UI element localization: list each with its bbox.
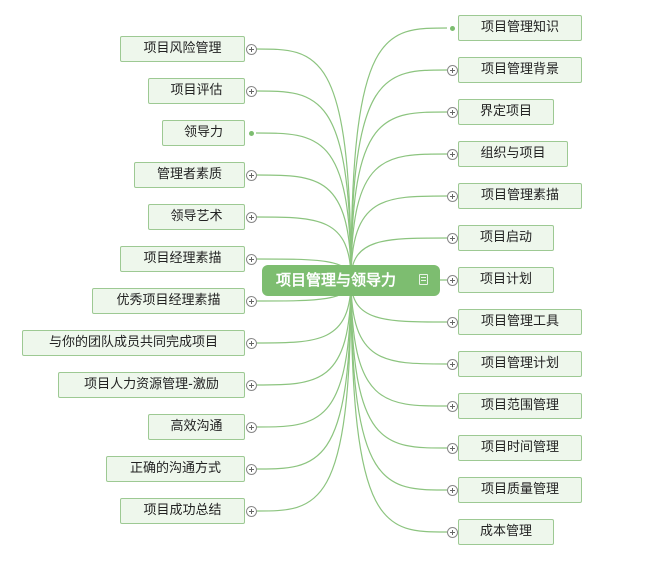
branch-line bbox=[255, 132, 352, 281]
left-topic[interactable]: 项目成功总结 bbox=[120, 498, 245, 524]
expand-plus-icon[interactable] bbox=[446, 358, 458, 370]
branch-line bbox=[255, 279, 352, 512]
right-topic[interactable]: 项目管理计划 bbox=[458, 351, 582, 377]
expand-plus-icon[interactable] bbox=[446, 274, 458, 286]
topic-label: 项目管理背景 bbox=[480, 62, 559, 77]
right-topic[interactable]: 项目质量管理 bbox=[458, 477, 582, 503]
topic-label: 领导力 bbox=[183, 125, 223, 140]
expand-plus-icon[interactable] bbox=[245, 85, 257, 97]
left-topic[interactable]: 优秀项目经理素描 bbox=[92, 288, 245, 314]
left-topic[interactable]: 项目经理素描 bbox=[120, 246, 245, 272]
topic-label: 项目时间管理 bbox=[480, 440, 559, 455]
topic-label: 组织与项目 bbox=[480, 146, 546, 161]
left-topic[interactable]: 与你的团队成员共同完成项目 bbox=[22, 330, 245, 356]
central-topic-label: 项目管理与领导力 bbox=[276, 271, 397, 289]
topic-label: 项目质量管理 bbox=[480, 482, 559, 497]
note-icon[interactable] bbox=[419, 274, 428, 285]
branch-line bbox=[350, 69, 448, 281]
branch-line bbox=[255, 279, 352, 428]
left-topic[interactable]: 领导力 bbox=[162, 120, 245, 146]
expand-plus-icon[interactable] bbox=[245, 295, 257, 307]
topic-label: 与你的团队成员共同完成项目 bbox=[48, 335, 218, 350]
expand-plus-icon[interactable] bbox=[446, 232, 458, 244]
topic-label: 项目管理素描 bbox=[480, 188, 559, 203]
expand-plus-icon[interactable] bbox=[446, 526, 458, 538]
topic-connector-dot bbox=[248, 130, 254, 136]
topic-label: 领导艺术 bbox=[170, 209, 223, 224]
topic-label: 项目评估 bbox=[170, 83, 223, 98]
expand-plus-icon[interactable] bbox=[446, 400, 458, 412]
topic-label: 项目管理计划 bbox=[480, 356, 559, 371]
topic-label: 界定项目 bbox=[479, 104, 532, 119]
right-topic[interactable]: 项目范围管理 bbox=[458, 393, 582, 419]
branch-line bbox=[350, 279, 448, 449]
right-topic[interactable]: 项目启动 bbox=[458, 225, 554, 251]
left-topic[interactable]: 管理者素质 bbox=[134, 162, 245, 188]
branch-line bbox=[350, 153, 448, 281]
branch-line bbox=[255, 48, 352, 281]
topic-label: 项目范围管理 bbox=[480, 398, 559, 413]
expand-plus-icon[interactable] bbox=[245, 253, 257, 265]
topic-label: 正确的沟通方式 bbox=[129, 461, 221, 476]
right-topic[interactable]: 项目管理工具 bbox=[458, 309, 582, 335]
expand-plus-icon[interactable] bbox=[446, 148, 458, 160]
branch-line bbox=[350, 279, 448, 407]
expand-plus-icon[interactable] bbox=[446, 316, 458, 328]
topic-label: 项目人力资源管理-激励 bbox=[84, 377, 219, 392]
expand-plus-icon[interactable] bbox=[245, 379, 257, 391]
right-topic[interactable]: 成本管理 bbox=[458, 519, 554, 545]
left-topic[interactable]: 领导艺术 bbox=[148, 204, 245, 230]
topic-label: 项目经理素描 bbox=[143, 251, 222, 266]
expand-plus-icon[interactable] bbox=[245, 169, 257, 181]
expand-plus-icon[interactable] bbox=[446, 484, 458, 496]
branch-line bbox=[255, 279, 352, 470]
left-topic[interactable]: 项目人力资源管理-激励 bbox=[58, 372, 245, 398]
expand-plus-icon[interactable] bbox=[245, 421, 257, 433]
topic-label: 高效沟通 bbox=[170, 419, 223, 434]
branch-line bbox=[350, 279, 448, 491]
left-topic[interactable]: 高效沟通 bbox=[148, 414, 245, 440]
right-topic[interactable]: 组织与项目 bbox=[458, 141, 568, 167]
topic-label: 项目计划 bbox=[479, 272, 532, 287]
expand-plus-icon[interactable] bbox=[446, 64, 458, 76]
right-topic[interactable]: 项目管理知识 bbox=[458, 15, 582, 41]
topic-label: 成本管理 bbox=[479, 524, 532, 539]
topic-label: 项目管理知识 bbox=[480, 20, 559, 35]
topic-label: 项目管理工具 bbox=[480, 314, 559, 329]
topic-label: 项目启动 bbox=[479, 230, 532, 245]
right-topic[interactable]: 界定项目 bbox=[458, 99, 554, 125]
expand-plus-icon[interactable] bbox=[245, 463, 257, 475]
branch-line bbox=[350, 27, 448, 281]
topic-label: 优秀项目经理素描 bbox=[116, 293, 221, 308]
branch-line bbox=[350, 111, 448, 281]
topic-label: 管理者素质 bbox=[156, 167, 222, 182]
expand-plus-icon[interactable] bbox=[245, 505, 257, 517]
branch-line bbox=[255, 90, 352, 281]
topic-connector-dot bbox=[449, 25, 455, 31]
right-topic[interactable]: 项目管理背景 bbox=[458, 57, 582, 83]
expand-plus-icon[interactable] bbox=[245, 43, 257, 55]
left-topic[interactable]: 正确的沟通方式 bbox=[106, 456, 245, 482]
expand-plus-icon[interactable] bbox=[446, 190, 458, 202]
branch-line bbox=[350, 279, 448, 533]
central-topic[interactable]: 项目管理与领导力 bbox=[262, 265, 440, 296]
left-topic[interactable]: 项目风险管理 bbox=[120, 36, 245, 62]
topic-label: 项目风险管理 bbox=[143, 41, 222, 56]
expand-plus-icon[interactable] bbox=[245, 337, 257, 349]
right-topic[interactable]: 项目时间管理 bbox=[458, 435, 582, 461]
topic-label: 项目成功总结 bbox=[143, 503, 222, 518]
right-topic[interactable]: 项目管理素描 bbox=[458, 183, 582, 209]
expand-plus-icon[interactable] bbox=[446, 106, 458, 118]
left-topic[interactable]: 项目评估 bbox=[148, 78, 245, 104]
expand-plus-icon[interactable] bbox=[245, 211, 257, 223]
expand-plus-icon[interactable] bbox=[446, 442, 458, 454]
right-topic[interactable]: 项目计划 bbox=[458, 267, 554, 293]
